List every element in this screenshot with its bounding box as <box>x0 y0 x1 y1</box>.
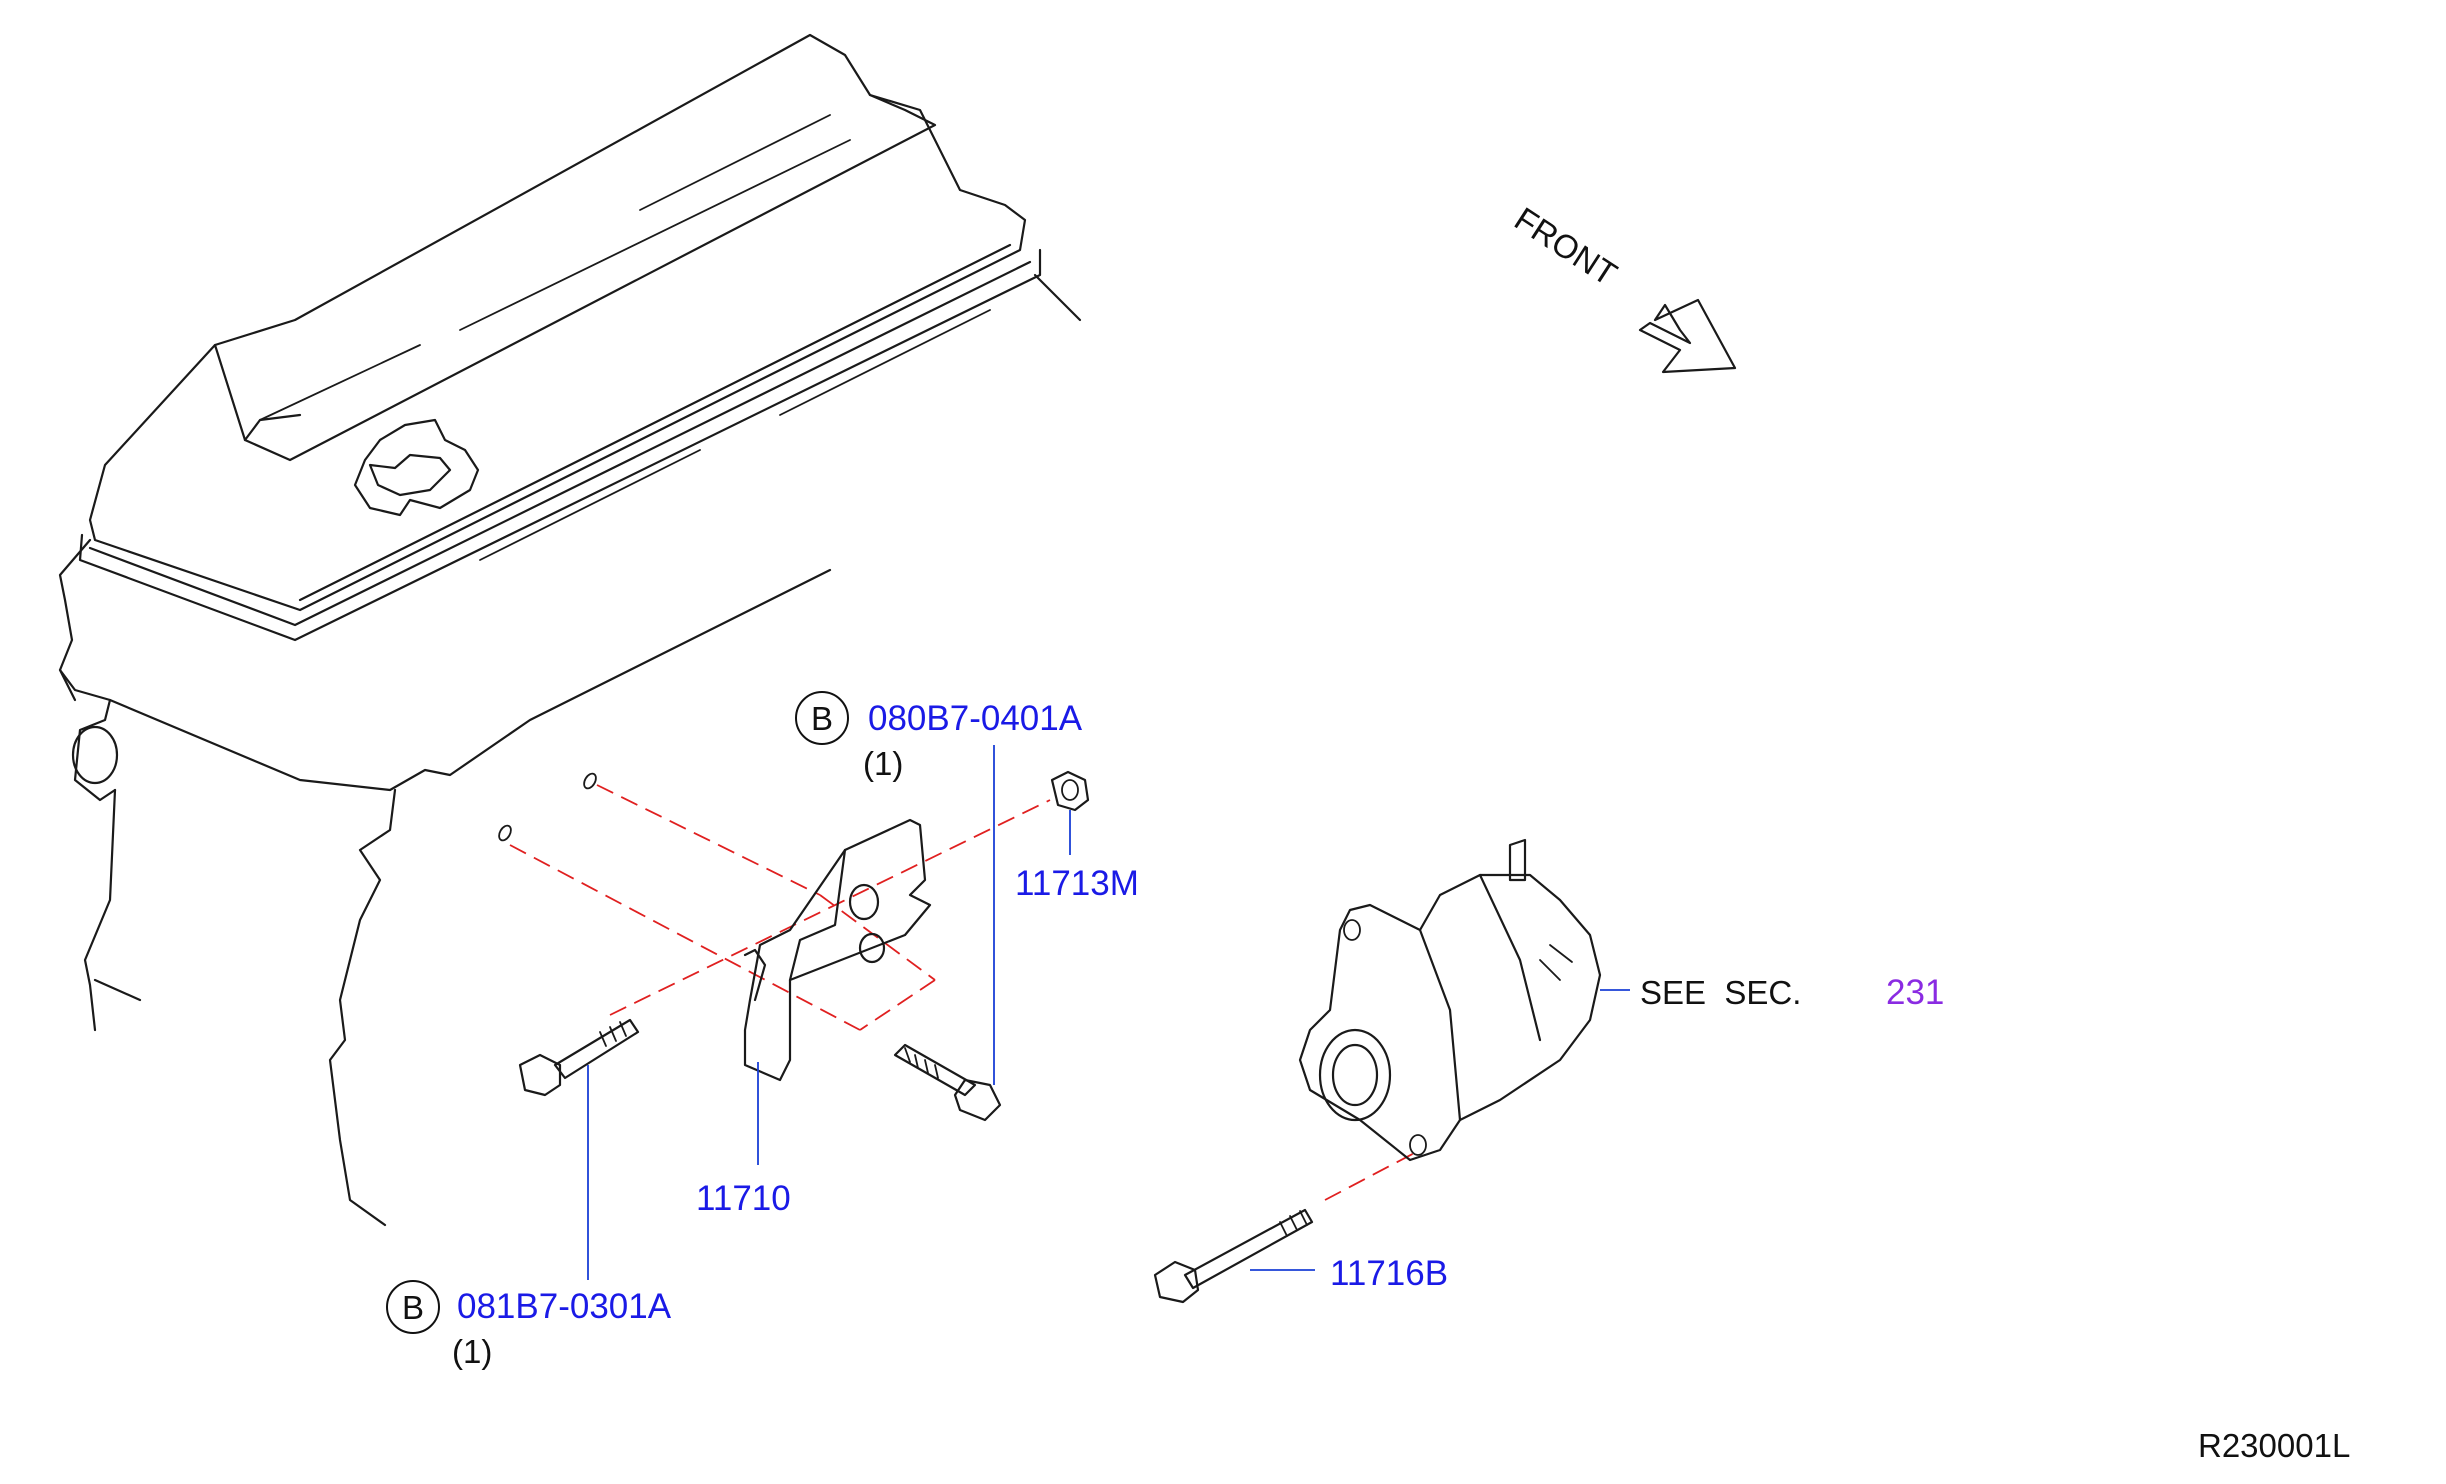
bracket-11710[interactable] <box>743 818 932 1082</box>
engine-cylinder-head <box>58 33 1082 1227</box>
see-section-label: SEE SEC. <box>1640 974 1801 1011</box>
b-badge-icon <box>386 1280 440 1334</box>
front-arrow-icon <box>1638 298 1737 374</box>
part-number-11710[interactable]: 11710 <box>696 1179 791 1218</box>
b-badge-upper: B <box>795 691 849 745</box>
leader-lines <box>587 745 1630 1280</box>
assembly-guide-lines <box>498 772 1421 1201</box>
svg-text:B: B <box>811 700 833 737</box>
svg-text:B: B <box>402 1289 424 1326</box>
bolt-11716b[interactable] <box>1153 1208 1314 1304</box>
front-indicator: FRONT <box>1508 200 1737 374</box>
bolt-081b7-0301a[interactable] <box>518 1018 640 1097</box>
front-label: FRONT <box>1508 200 1623 293</box>
oil-filler-cap <box>353 418 480 517</box>
qty-upper: (1) <box>863 745 903 782</box>
mount-hole <box>71 725 119 785</box>
figure-id: R230001L <box>2198 1427 2350 1464</box>
part-number-080b7-0401a[interactable]: 080B7-0401A <box>868 699 1083 738</box>
qty-lower: (1) <box>452 1333 492 1370</box>
part-number-081b7-0301a[interactable]: 081B7-0301A <box>457 1287 672 1326</box>
b-badge-lower: B <box>386 1280 440 1334</box>
part-number-11713m[interactable]: 11713M <box>1015 864 1139 903</box>
b-badge-icon <box>795 691 849 745</box>
alternator[interactable] <box>1298 838 1602 1162</box>
section-link-231[interactable]: 231 <box>1886 973 1944 1012</box>
nut-11713m[interactable] <box>1050 770 1090 812</box>
bolt-080b7-0401a[interactable] <box>893 1043 1002 1122</box>
part-number-11716b[interactable]: 11716B <box>1330 1254 1448 1293</box>
